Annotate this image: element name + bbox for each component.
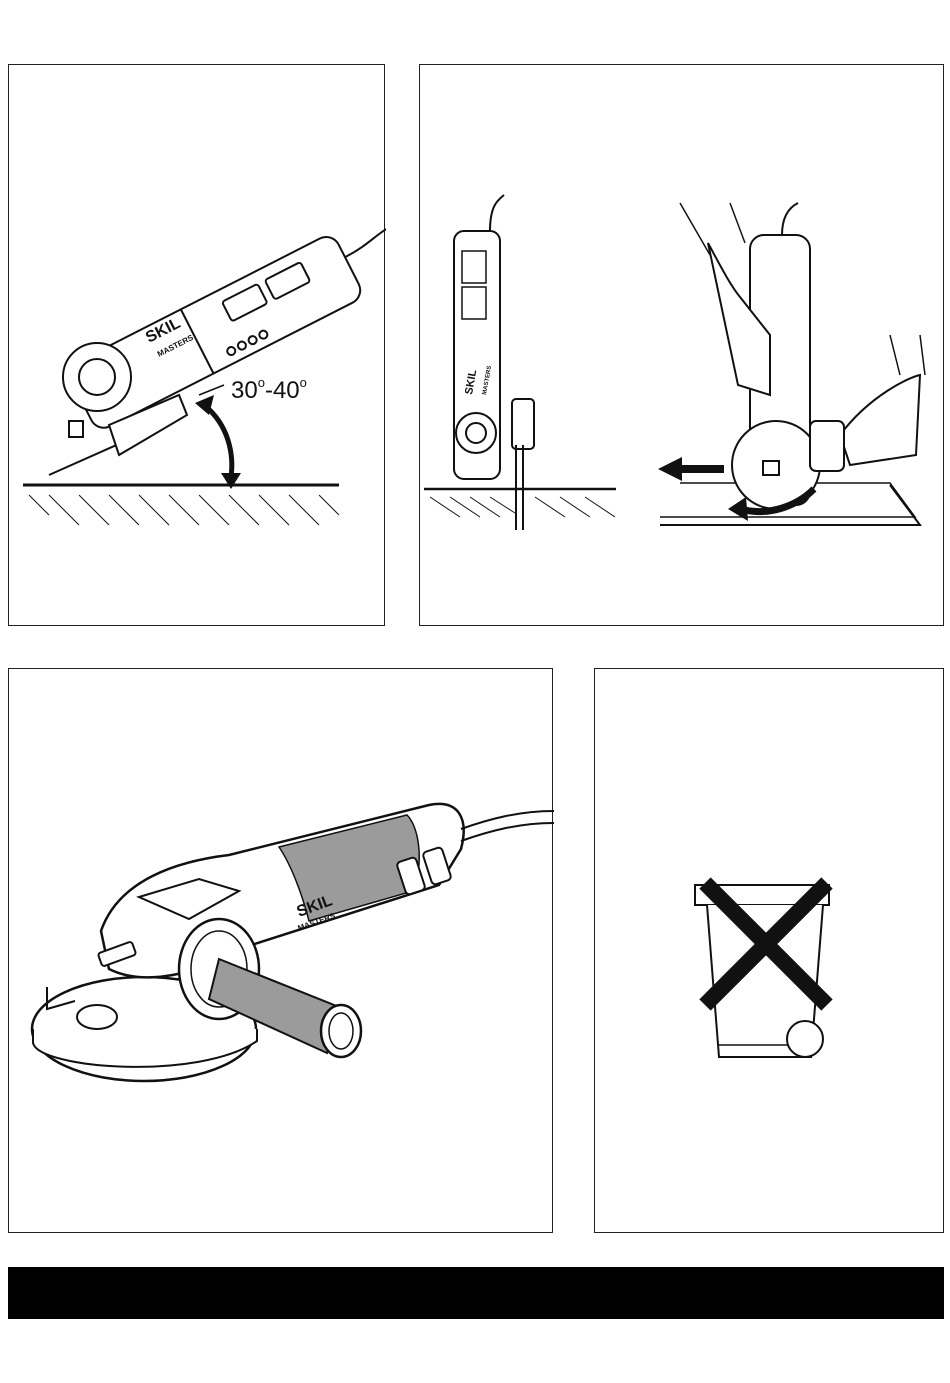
angle-label: 30o-40o xyxy=(231,377,307,405)
grinder-overview-illustration: SKIL MASTERS xyxy=(9,669,554,1234)
figure-cutting-direction: SKIL MASTERS xyxy=(419,64,944,626)
grinder-angle-illustration: SKIL MASTERS xyxy=(9,65,386,627)
figure-grinding-angle: SKIL MASTERS 30o-40o xyxy=(8,64,385,626)
figure-disposal-symbol xyxy=(594,668,944,1233)
crossed-out-wheelie-bin-icon xyxy=(595,669,945,1234)
figure-grinder-overview: SKIL MASTERS xyxy=(8,668,553,1233)
cutting-direction-illustration: SKIL MASTERS xyxy=(420,65,945,627)
footer-black-bar xyxy=(8,1267,944,1319)
